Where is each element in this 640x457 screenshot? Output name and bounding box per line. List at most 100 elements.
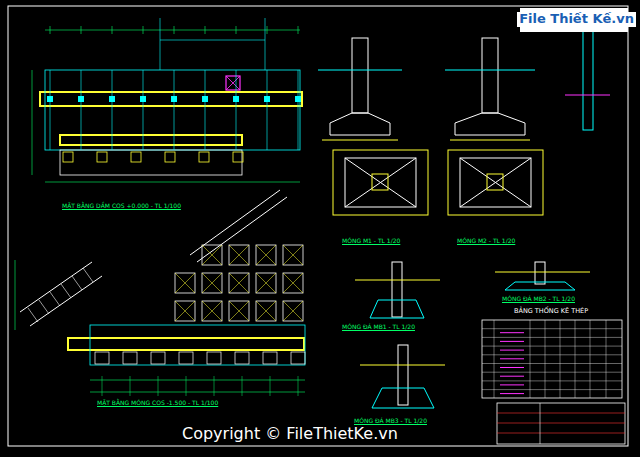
footing-mark — [63, 152, 73, 162]
cad-line — [500, 376, 524, 377]
cad-line — [202, 273, 222, 293]
cad-line — [242, 376, 243, 396]
cad-line — [500, 367, 524, 368]
cad-line — [229, 273, 249, 293]
footing-mark — [256, 273, 276, 293]
cad-line — [500, 332, 524, 333]
footing-mark — [131, 152, 141, 162]
cad-line — [500, 358, 524, 359]
cad-line — [229, 245, 249, 265]
cad-line — [256, 245, 276, 265]
cad-line — [143, 26, 144, 34]
detail-title: MÓNG ĐÁ MB3 - TL 1/20 — [352, 418, 429, 425]
detail-title: MÓNG M2 - TL 1/20 — [455, 238, 517, 245]
cad-line — [81, 26, 82, 34]
column-mark — [78, 96, 84, 102]
cad-line — [50, 26, 51, 34]
footing-mark — [291, 352, 305, 364]
cad-line — [482, 337, 622, 338]
cad-line — [283, 245, 303, 265]
cad-line — [298, 376, 299, 396]
column-mark — [171, 96, 177, 102]
cad-line — [229, 301, 249, 321]
footing-mark — [283, 273, 303, 293]
column-mark — [202, 96, 208, 102]
cad-line — [202, 301, 222, 321]
plan-title: MẶT BẰNG DẦM COS +0.000 - TL 1/100 — [60, 203, 183, 210]
footing-mark — [229, 245, 249, 265]
cad-line — [112, 70, 113, 150]
cad-line — [500, 384, 524, 385]
cad-line — [205, 70, 206, 150]
footing-mark — [283, 245, 303, 265]
cad-line — [175, 273, 195, 293]
cad-line — [256, 273, 276, 293]
footing-mark — [263, 352, 277, 364]
cad-line — [482, 389, 622, 390]
footing-mark — [235, 352, 249, 364]
footing-mark — [199, 152, 209, 162]
foundation-plan — [15, 190, 305, 392]
stair-step — [39, 300, 49, 314]
column-mark — [140, 96, 146, 102]
title-block — [497, 403, 625, 444]
cad-line — [283, 301, 303, 321]
footing-mark — [233, 152, 243, 162]
cad-line — [500, 350, 524, 351]
cad-line — [256, 301, 276, 321]
column-mark — [295, 96, 301, 102]
cad-line — [205, 26, 206, 34]
cad-line — [229, 301, 249, 321]
cad-line — [500, 393, 524, 394]
footing-sections — [318, 30, 610, 408]
stair-step — [61, 284, 71, 298]
cad-line — [500, 341, 524, 342]
footing-mark — [151, 352, 165, 364]
stair-step — [72, 276, 82, 290]
watermark: Copyright © FileThietKe.vn — [180, 425, 400, 443]
cad-line — [50, 70, 51, 150]
cad-line — [482, 380, 622, 381]
cad-line — [202, 301, 222, 321]
cad-line — [175, 301, 195, 321]
cad-line — [214, 376, 215, 396]
cad-line — [283, 273, 303, 293]
cad-line — [283, 245, 303, 265]
cad-line — [236, 70, 237, 150]
cad-line — [174, 70, 175, 150]
cad-line — [283, 301, 303, 321]
cad-line — [482, 363, 622, 364]
cad-line — [158, 376, 159, 396]
cad-line — [229, 245, 249, 265]
cad-line — [202, 245, 222, 265]
detail-title: MÓNG M1 - TL 1/20 — [340, 238, 402, 245]
footing-mark — [229, 273, 249, 293]
cad-line — [175, 273, 195, 293]
cad-line — [482, 354, 622, 355]
table-frame — [482, 320, 622, 398]
cad-line — [270, 376, 271, 396]
cad-line — [298, 70, 299, 150]
footing-mark — [95, 352, 109, 364]
cad-line — [143, 70, 144, 150]
footing-mark — [97, 152, 107, 162]
column-grid — [47, 26, 301, 162]
cad-line — [102, 376, 103, 396]
cad-line — [186, 376, 187, 396]
stair-step — [50, 292, 60, 306]
footing-mark — [202, 245, 222, 265]
stair-step — [28, 308, 38, 322]
cad-line — [482, 328, 622, 329]
cad-line — [267, 70, 268, 150]
cad-line — [606, 320, 607, 398]
steel-table — [482, 320, 622, 398]
column-mark — [233, 96, 239, 102]
footing-mark — [207, 352, 221, 364]
cad-line — [267, 26, 268, 34]
cad-line — [236, 26, 237, 34]
footing-mark — [229, 301, 249, 321]
cad-line — [494, 320, 495, 398]
sheet-frame — [8, 6, 628, 446]
